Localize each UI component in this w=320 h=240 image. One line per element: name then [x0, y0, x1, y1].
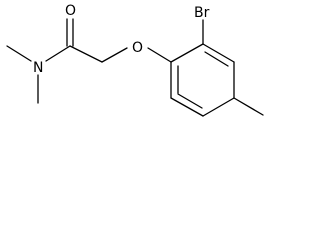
structure-canvas: O N O Br	[0, 0, 284, 132]
ring-double-inner-1	[204, 51, 229, 67]
ring-bond-4	[202, 97, 235, 117]
atom-label-carbonyl-oxygen: O	[65, 3, 76, 19]
atom-label-bromine: Br	[194, 5, 210, 21]
ring-bond-5	[170, 97, 204, 117]
bond-oxygen-ring	[147, 47, 172, 63]
bond-ch2-oxygen	[101, 47, 128, 63]
ring-bond-2	[202, 43, 235, 63]
bond-n-carbonyl	[45, 45, 71, 62]
ring-double-inner-2	[177, 93, 203, 109]
bond-carbonyl-ch2	[69, 45, 103, 63]
molecule-drawing: O N O Br	[6, 3, 264, 117]
ring-bond-1	[170, 43, 204, 63]
bond-n-methyl-upper	[6, 45, 32, 62]
bond-ring-methyl	[233, 97, 264, 116]
atom-label-ether-oxygen: O	[132, 40, 143, 56]
atom-label-nitrogen: N	[33, 60, 43, 76]
